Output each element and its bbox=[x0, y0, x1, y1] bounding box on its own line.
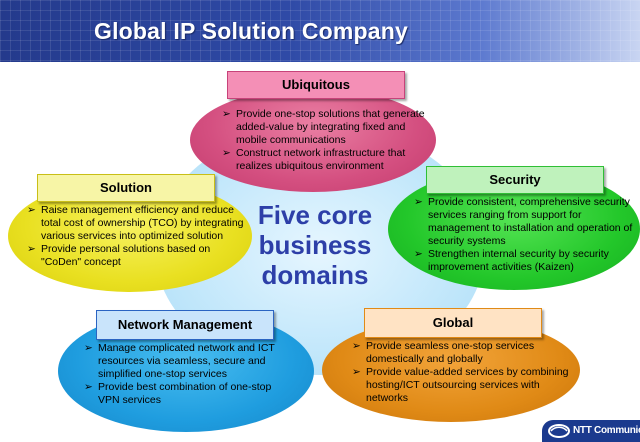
bullet-text: Provide consistent, comprehensive securi… bbox=[428, 196, 633, 247]
bullet-text: Manage complicated network and ICT resou… bbox=[98, 342, 275, 380]
solution-bullets: ➢ Raise management efficiency and reduce … bbox=[27, 204, 249, 269]
bullet-item: ➢ Manage complicated network and ICT reso… bbox=[84, 342, 284, 381]
bullet-item: ➢ Raise management efficiency and reduce … bbox=[27, 204, 249, 243]
center-title-line-3: domains bbox=[261, 260, 369, 290]
arrow-bullet-icon: ➢ bbox=[352, 340, 361, 352]
arrow-bullet-icon: ➢ bbox=[84, 342, 93, 354]
bullet-item: ➢ Provide value-added services by combini… bbox=[352, 366, 572, 405]
bullet-text: Provide best combination of one-stop VPN… bbox=[98, 381, 272, 406]
title-banner: Global IP Solution Company bbox=[0, 0, 640, 62]
bullet-text: Construct network infrastructure that re… bbox=[236, 147, 406, 172]
center-title-line-2: business bbox=[258, 230, 372, 260]
bullet-text: Provide one-stop solutions that generate… bbox=[236, 108, 425, 146]
bullet-text: Provide personal solutions based on "CoD… bbox=[41, 243, 211, 268]
global-label: Global bbox=[364, 308, 542, 338]
ubiquitous-bullets: ➢ Provide one-stop solutions that generat… bbox=[222, 108, 427, 173]
arrow-bullet-icon: ➢ bbox=[222, 147, 231, 159]
arrow-bullet-icon: ➢ bbox=[414, 196, 423, 208]
bullet-text: Raise management efficiency and reduce t… bbox=[41, 204, 244, 242]
arrow-bullet-icon: ➢ bbox=[352, 366, 361, 378]
ntt-logo-icon bbox=[548, 424, 570, 438]
solution-label: Solution bbox=[37, 174, 215, 202]
bullet-item: ➢ Provide one-stop solutions that generat… bbox=[222, 108, 427, 147]
arrow-bullet-icon: ➢ bbox=[84, 381, 93, 393]
arrow-bullet-icon: ➢ bbox=[222, 108, 231, 120]
security-label: Security bbox=[426, 166, 604, 194]
security-bullets: ➢ Provide consistent, comprehensive secur… bbox=[414, 196, 636, 274]
ntt-communications-logo: NTT Communications bbox=[542, 420, 640, 442]
logo-text: NTT Communications bbox=[573, 425, 640, 436]
arrow-bullet-icon: ➢ bbox=[27, 243, 36, 255]
arrow-bullet-icon: ➢ bbox=[414, 248, 423, 260]
arrow-bullet-icon: ➢ bbox=[27, 204, 36, 216]
bullet-item: ➢ Provide personal solutions based on "Co… bbox=[27, 243, 249, 269]
network-management-label: Network Management bbox=[96, 310, 274, 340]
bullet-item: ➢ Provide seamless one-stop services dome… bbox=[352, 340, 572, 366]
bullet-text: Provide value-added services by combinin… bbox=[366, 366, 569, 404]
network-management-bullets: ➢ Manage complicated network and ICT reso… bbox=[84, 342, 284, 407]
banner-grid-pattern bbox=[0, 0, 640, 62]
bullet-text: Provide seamless one-stop services domes… bbox=[366, 340, 535, 365]
slide-title: Global IP Solution Company bbox=[94, 18, 409, 44]
bullet-text: Strengthen internal security by security… bbox=[428, 248, 609, 273]
center-title: Five core business domains bbox=[240, 200, 390, 290]
bullet-item: ➢ Strengthen internal security by securit… bbox=[414, 248, 636, 274]
global-bullets: ➢ Provide seamless one-stop services dome… bbox=[352, 340, 572, 405]
center-title-line-1: Five core bbox=[257, 200, 373, 230]
bullet-item: ➢ Provide consistent, comprehensive secur… bbox=[414, 196, 636, 248]
bullet-item: ➢ Provide best combination of one-stop VP… bbox=[84, 381, 284, 407]
bullet-item: ➢ Construct network infrastructure that r… bbox=[222, 147, 427, 173]
ubiquitous-ellipse bbox=[190, 88, 436, 192]
ubiquitous-label: Ubiquitous bbox=[227, 71, 405, 99]
